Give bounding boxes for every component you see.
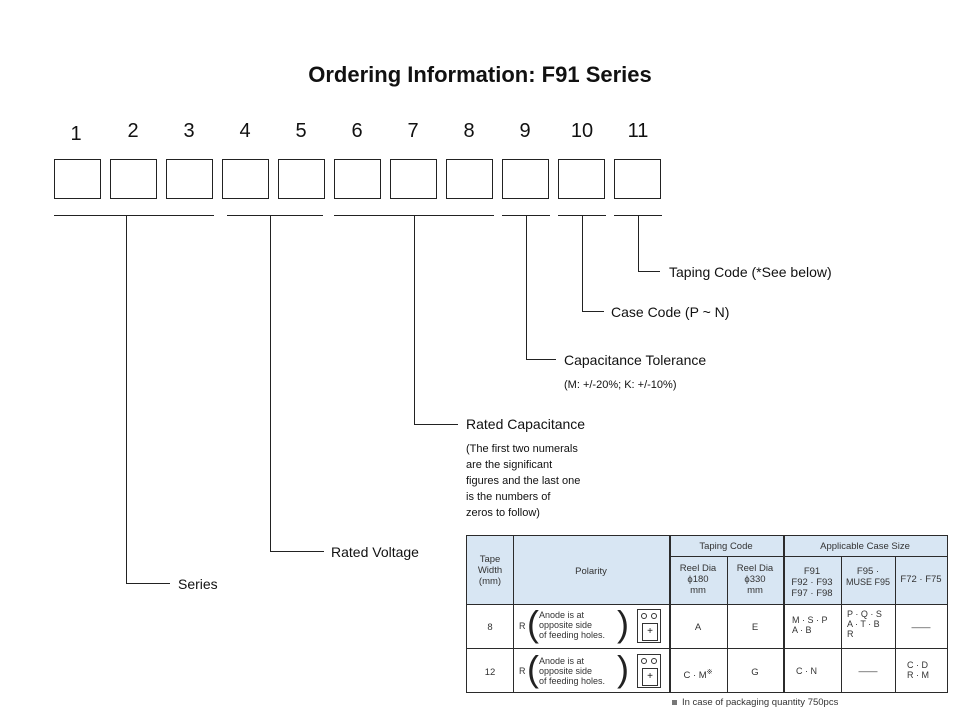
code-box [334, 159, 381, 199]
capacitance-tolerance-label: Capacitance Tolerance [564, 352, 707, 368]
leader-line [126, 215, 127, 584]
row-tape-width: 12 [484, 667, 496, 678]
leader-line [582, 311, 604, 312]
header-reel-330: Reel Dia ϕ330 mm [736, 563, 774, 596]
code-box [390, 159, 437, 199]
note-line: are the significant [466, 459, 553, 471]
row-tape-width: 8 [487, 622, 493, 633]
page-title: Ordering Information: F91 Series [308, 62, 652, 87]
taping-code-label: Taping Code (*See below) [669, 264, 832, 280]
position-number: 11 [627, 120, 649, 142]
code-box [446, 159, 493, 199]
position-number: 7 [407, 120, 419, 142]
rated-capacitance-note: (The first two numerals are the signific… [466, 441, 580, 521]
polarity-bracket: ) [617, 603, 629, 644]
row-polarity-text: Anode is at opposite side of feeding hol… [539, 610, 606, 640]
leader-line [526, 359, 556, 360]
code-box [110, 159, 157, 199]
row-f72: —— [911, 622, 931, 633]
polarity-bracket: ) [617, 648, 629, 689]
note-line: is the numbers of [466, 491, 551, 503]
series-label: Series [178, 576, 218, 592]
capacitor-package-icon: + [637, 654, 661, 688]
code-box [222, 159, 269, 199]
code-box [166, 159, 213, 199]
header-f95: F95 · MUSE F95 [845, 566, 890, 587]
group-underline [227, 215, 323, 216]
header-f72: F72 · F75 [900, 574, 942, 585]
case-code-label: Case Code (P ~ N) [611, 304, 730, 320]
note-line: (The first two numerals [466, 443, 578, 455]
leader-line [638, 271, 660, 272]
row-reel-180: A [694, 622, 702, 633]
header-polarity: Polarity [575, 566, 607, 577]
leader-line [414, 215, 415, 425]
table-header-bg [467, 536, 947, 604]
table-col-line [669, 536, 671, 692]
table-col-line [841, 556, 842, 692]
polarity-bracket: ( [527, 603, 539, 644]
header-f91: F91 F92 · F93 F97 · F98 [791, 566, 833, 599]
code-box [278, 159, 325, 199]
position-number: 1 [70, 123, 82, 145]
row-polarity-code: R [519, 621, 526, 631]
leader-line [414, 424, 458, 425]
row-reel-330: E [751, 622, 759, 633]
leader-line [582, 215, 583, 312]
row-f72: C · D R · M [907, 660, 929, 680]
row-f91: M · S · P A · B [792, 615, 828, 635]
leader-line [638, 215, 639, 272]
row-polarity-code: R [519, 666, 526, 676]
table-row-line [669, 556, 947, 557]
position-number: 3 [183, 120, 195, 142]
table-col-line [895, 556, 896, 692]
leader-line [270, 551, 324, 552]
note-line: zeros to follow) [466, 507, 540, 519]
row-f95: —— [858, 666, 878, 677]
header-taping-code: Taping Code [699, 541, 753, 552]
leader-line [126, 583, 170, 584]
row-f95: P · Q · S A · T · B R [847, 609, 882, 639]
code-box [614, 159, 661, 199]
group-underline [54, 215, 214, 216]
position-number: 8 [463, 120, 475, 142]
table-col-line [783, 536, 785, 692]
header-reel-180: Reel Dia ϕ180 mm [679, 563, 717, 596]
code-box [54, 159, 101, 199]
header-tape-width: Tape Width (mm) [477, 554, 503, 587]
position-number: 2 [127, 120, 139, 142]
table-row-line [467, 604, 947, 605]
row-reel-180: C · M※ [683, 669, 713, 682]
taping-code-table: Tape Width (mm) Polarity Taping Code Ree… [466, 535, 948, 693]
row-f91: C · N [796, 666, 817, 676]
leader-line [526, 215, 527, 359]
footnote-marker-icon [672, 699, 677, 705]
position-number: 4 [239, 120, 251, 142]
rated-voltage-label: Rated Voltage [331, 544, 419, 560]
row-reel-330: G [751, 667, 759, 678]
rated-capacitance-label: Rated Capacitance [466, 416, 586, 432]
table-footnote: In case of packaging quantity 750pcs [672, 697, 838, 708]
table-row-line [467, 648, 947, 649]
position-number: 10 [570, 120, 594, 142]
polarity-bracket: ( [527, 648, 539, 689]
capacitor-package-icon: + [637, 609, 661, 643]
row-polarity-text: Anode is at opposite side of feeding hol… [539, 656, 606, 686]
table-col-line [727, 556, 728, 692]
position-number: 9 [519, 120, 531, 142]
table-col-line [513, 536, 514, 692]
header-applicable-case-size: Applicable Case Size [820, 541, 910, 552]
code-box [502, 159, 549, 199]
capacitance-tolerance-note: (M: +/-20%; K: +/-10%) [564, 379, 677, 391]
leader-line [270, 215, 271, 552]
position-number: 6 [351, 120, 363, 142]
code-box [558, 159, 605, 199]
position-number: 5 [295, 120, 307, 142]
note-line: figures and the last one [466, 475, 581, 487]
footnote-mark: ※ [706, 669, 713, 676]
